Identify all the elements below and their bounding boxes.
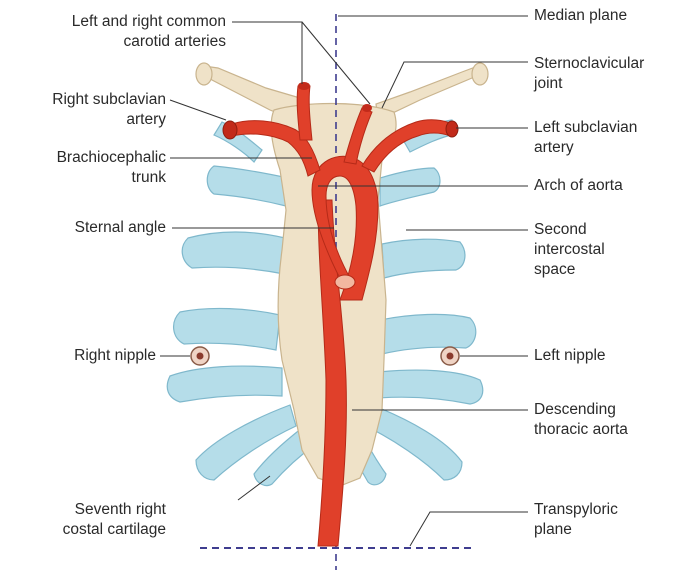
cartilage-r2: [207, 166, 288, 206]
cartilage-l2: [380, 168, 440, 206]
label-seventh-costal-cartilage: Seventh right costal cartilage: [0, 500, 166, 540]
label-sternoclavicular-joint: Sternoclavicular joint: [534, 54, 644, 94]
leader-seventh-cartilage: [238, 476, 270, 500]
label-sternal-angle: Sternal angle: [0, 218, 166, 238]
right-subclavian-end: [223, 121, 237, 139]
left-clavicle-end: [472, 63, 488, 85]
label-carotid-arteries: Left and right common carotid arteries: [0, 12, 226, 52]
cartilage-l5: [378, 370, 483, 404]
leader-carotid: [232, 22, 302, 84]
label-left-subclavian-artery: Left subclavian artery: [534, 118, 637, 158]
label-left-nipple: Left nipple: [534, 346, 606, 366]
label-brachiocephalic-trunk: Brachiocephalic trunk: [0, 148, 166, 188]
cartilage-l3: [382, 239, 465, 278]
label-right-subclavian-artery: Right subclavian artery: [0, 90, 166, 130]
right-carotid-end: [298, 82, 310, 90]
label-arch-of-aorta: Arch of aorta: [534, 176, 623, 196]
right-clavicle-end: [196, 63, 212, 85]
left-subclavian-end: [446, 121, 458, 137]
label-transpyloric-plane: Transpyloric plane: [534, 500, 618, 540]
cartilage-r5: [167, 366, 282, 402]
cartilage-r3: [182, 232, 285, 274]
label-second-intercostal-space: Second intercostal space: [534, 220, 605, 280]
label-descending-thoracic-aorta: Descending thoracic aorta: [534, 400, 628, 440]
leader-right-subclavian: [170, 100, 226, 120]
label-right-nipple: Right nipple: [0, 346, 156, 366]
right-common-carotid: [297, 86, 312, 140]
cartilage-l4: [380, 314, 476, 354]
label-median-plane: Median plane: [534, 6, 627, 26]
left-carotid-end: [362, 104, 372, 112]
aorta-cut-end: [335, 275, 355, 289]
leader-transpyloric: [410, 512, 528, 546]
cartilage-r4: [174, 308, 280, 350]
